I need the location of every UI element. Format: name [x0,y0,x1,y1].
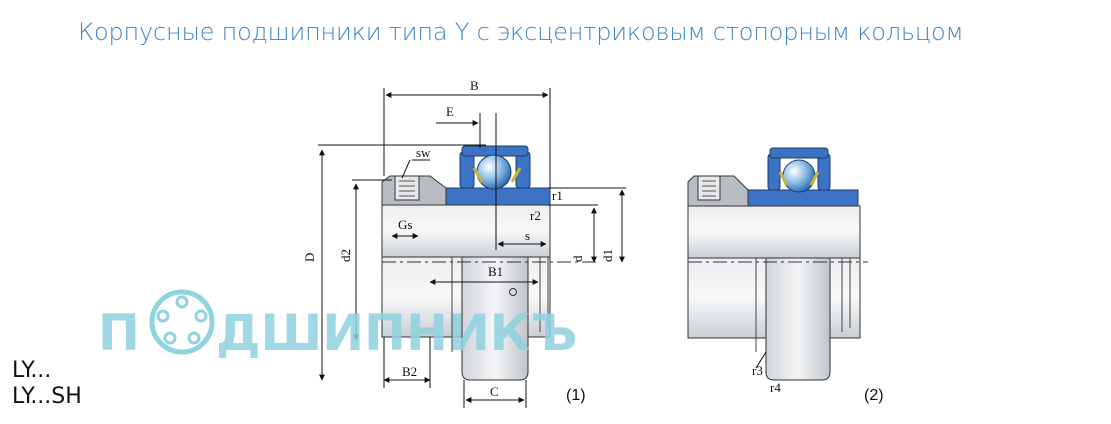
dim-r2: r2 [530,208,541,223]
ball [476,154,512,190]
watermark-text-rest: ДШИПНИКЪ [216,304,578,362]
dim-b2: B2 [402,364,417,379]
dim-r3: r3 [752,363,763,378]
figure-label-1: (1) [566,387,586,404]
watermark: П ДШИПНИКЪ [98,289,578,362]
dim-e: E [446,104,454,119]
lower-ring [461,256,529,381]
seal-left [459,151,475,189]
ball-2 [782,159,816,193]
dim-d-bore: d [570,255,585,262]
series-labels: LY... LY...SH [12,358,82,410]
dim-d1: d1 [600,249,615,262]
dim-b1: B1 [488,264,503,279]
inner-ring-2 [687,205,861,259]
figure-1-drawing: B E D d2 sw Gs r1 r2 s d d1 B1 B2 [302,78,626,408]
watermark-text-p: П [98,304,140,362]
dim-d2: d2 [338,249,353,262]
dim-b: B [470,78,479,93]
dim-d-outer: D [302,253,317,262]
seal-top [461,145,529,157]
series-label-ly: LY... [12,358,52,383]
lower-ring-2 [765,257,831,381]
inner-ring [381,204,551,258]
dim-r1: r1 [552,188,563,203]
figure-2-drawing: r3 r4 (2) [687,147,884,404]
series-label-ly-sh: LY...SH [12,384,82,409]
dim-s: s [525,228,530,243]
dim-c: C [490,384,499,399]
page-title: Корпусные подшипники типа Y с эксцентрик… [78,18,964,46]
set-screw-2 [697,175,721,201]
figure-label-2: (2) [864,387,884,404]
dim-sw: sw [416,145,431,160]
watermark-bearing-icon [149,289,215,355]
dim-r4: r4 [770,380,781,395]
outer-ring [429,187,551,206]
dim-gs: Gs [398,217,412,232]
outer-ring-2 [733,189,859,207]
